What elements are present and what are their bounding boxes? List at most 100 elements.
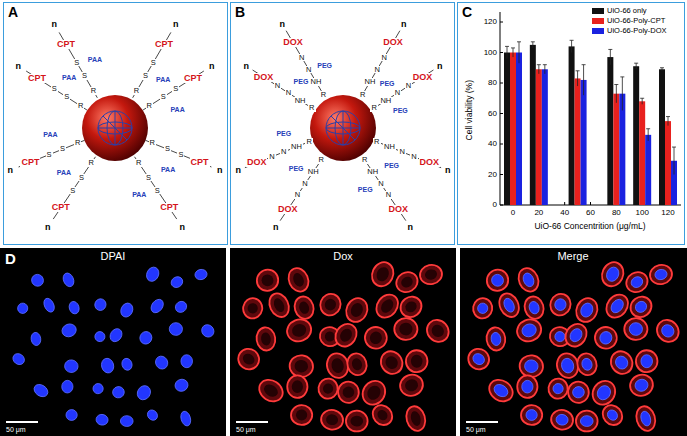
drug-label: DOX	[419, 158, 441, 167]
polymer-label: PEG	[392, 107, 409, 114]
cell-cytoplasm	[292, 294, 316, 321]
atom-label: S	[154, 187, 161, 195]
tick-label: 40	[488, 140, 497, 148]
cell-nucleus	[350, 416, 363, 427]
error-cap	[672, 147, 676, 148]
arm-bond	[143, 71, 204, 110]
image-title: DPAI	[101, 251, 126, 262]
atom-label: N	[268, 153, 275, 161]
cell-nucleus	[629, 275, 644, 290]
cell-nucleus	[553, 297, 567, 312]
cell-nucleus	[260, 332, 271, 346]
cell-cytoplasm	[547, 377, 569, 399]
atom-label: S	[142, 72, 149, 80]
cell-nucleus	[477, 302, 489, 314]
error-bar	[532, 42, 533, 48]
atom-label: NH	[310, 78, 323, 86]
cell-cytoplasm	[624, 318, 648, 341]
cell-cytoplasm	[362, 324, 390, 352]
error-bar	[519, 42, 520, 63]
repeat-index: n	[272, 223, 280, 232]
cell-nucleus	[93, 297, 107, 312]
cell-nucleus	[554, 331, 566, 343]
cell-nucleus	[609, 297, 626, 315]
error-cap	[640, 98, 644, 99]
error-bar	[544, 65, 545, 74]
polymer-label: PAA	[160, 166, 176, 173]
cell-cytoplasm	[472, 297, 494, 320]
cell-nucleus	[520, 322, 538, 339]
atom-label: S	[177, 151, 184, 159]
cell-cytoplasm	[393, 268, 422, 296]
cell-cytoplasm	[652, 315, 683, 346]
y-axis	[500, 12, 501, 205]
cell-nucleus	[568, 326, 585, 343]
tick-label: 20	[534, 209, 543, 217]
cell-nucleus	[120, 357, 133, 371]
cell-nucleus	[639, 410, 652, 427]
atom-label: S	[59, 145, 66, 153]
atom-label: NH	[307, 168, 320, 176]
cell-cytoplasm	[396, 293, 425, 322]
cell-cytoplasm	[496, 290, 523, 320]
linker-label: R	[370, 104, 377, 112]
cell-nucleus	[169, 275, 184, 290]
cell-nucleus	[66, 409, 78, 420]
cell-nucleus	[247, 302, 259, 314]
cell-cytoplasm	[588, 377, 619, 409]
uio66-particle	[82, 95, 148, 161]
cell-cytoplasm	[287, 375, 308, 398]
uio66-particle	[310, 95, 376, 161]
arm-bond	[371, 70, 433, 110]
cell-cytoplasm	[289, 354, 315, 378]
scale-label: 50 μm	[466, 426, 486, 433]
cell-nucleus	[629, 322, 643, 335]
tick-label: 0	[511, 209, 515, 217]
legend-label: UiO-66 only	[607, 7, 647, 15]
arm-bond	[26, 71, 87, 110]
cell-cytoplasm	[522, 294, 546, 321]
atom-label: NH	[366, 168, 379, 176]
image-title: Merge	[557, 251, 588, 262]
cell-nucleus	[294, 359, 309, 373]
cell-cytoplasm	[291, 405, 313, 426]
cell-nucleus	[633, 299, 649, 314]
cell-nucleus	[379, 297, 396, 315]
cell-cytoplasm	[255, 326, 277, 352]
tick-label: 60	[586, 209, 595, 217]
cell-nucleus	[100, 357, 115, 374]
cell-cytoplasm	[517, 375, 538, 398]
cell-cytoplasm	[519, 354, 545, 378]
cell-nucleus	[292, 380, 303, 393]
cell-cytoplasm	[377, 347, 407, 377]
error-bar	[610, 49, 611, 64]
cell-nucleus	[659, 322, 676, 339]
cell-cytoplasm	[372, 290, 403, 322]
repeat-index: n	[172, 20, 180, 29]
axis-tick	[500, 22, 503, 23]
atom-label: S	[164, 145, 171, 153]
error-cap	[646, 128, 650, 129]
repeat-index: n	[444, 166, 452, 175]
error-cap	[531, 41, 535, 42]
cell-cytoplasm	[285, 265, 312, 295]
repeat-index: n	[436, 62, 444, 71]
atom-label: N	[294, 191, 301, 199]
cell-nucleus	[135, 383, 153, 402]
linker-label: R	[361, 156, 368, 164]
repeat-index: n	[178, 223, 186, 232]
error-bar	[674, 147, 675, 174]
atom-label: N	[410, 153, 417, 161]
cell-nucleus	[330, 357, 345, 374]
atom-label: S	[51, 85, 58, 93]
cell-cytoplasm	[464, 345, 493, 374]
cell-cytoplasm	[561, 320, 591, 351]
polymer-label: PEG	[275, 130, 292, 137]
drug-label: DOX	[382, 38, 404, 47]
atom-label: N	[285, 89, 292, 97]
cell-nucleus	[296, 409, 308, 420]
linker-label: R	[90, 87, 97, 95]
atom-label: S	[73, 59, 80, 67]
cell-nucleus	[94, 331, 106, 343]
cell-nucleus	[399, 275, 414, 290]
